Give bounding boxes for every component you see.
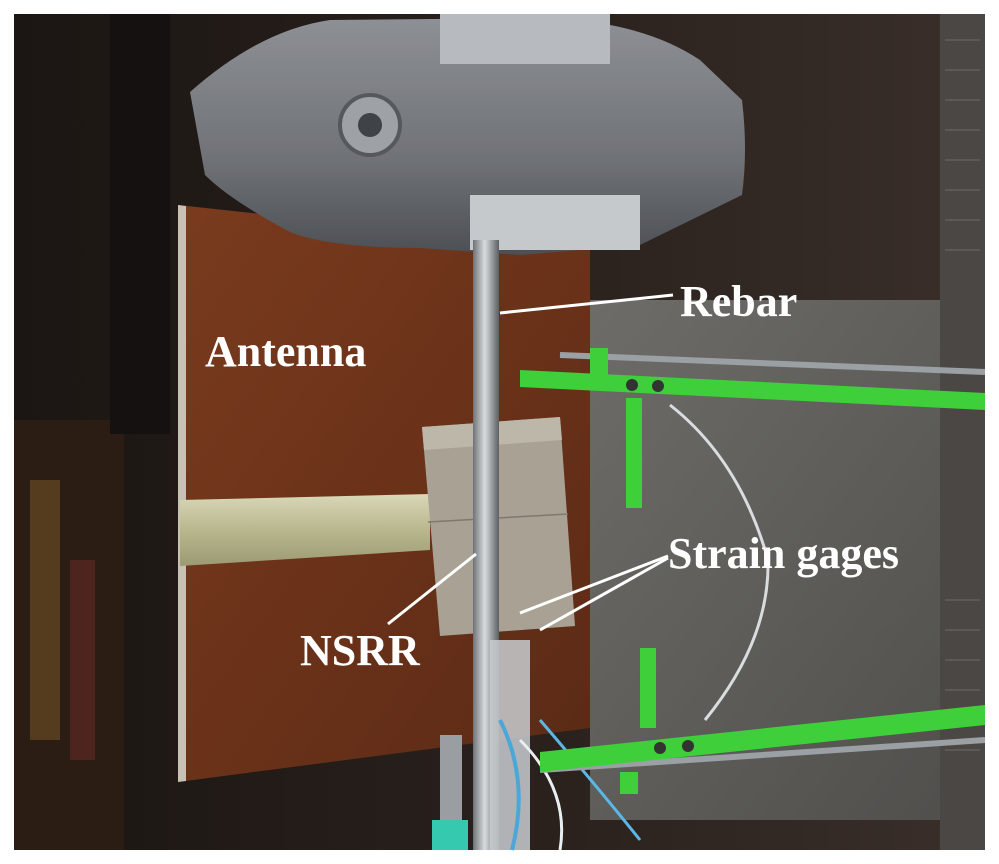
nsrr-leader [387,552,477,626]
extensometer [520,348,986,794]
rebar-leader [499,293,674,315]
grip-block [190,14,745,255]
strain-gages-label: Strain gages [668,529,899,578]
nsrr-label: NSRR [300,626,421,675]
antenna-label: Antenna [205,327,366,376]
strain-gage-leader-1 [519,554,669,615]
rebar-label: Rebar [680,277,797,326]
extensometer-spring [669,403,770,721]
strain-gage-leader-2 [539,556,669,632]
feed-line [180,494,430,566]
photo-area [14,14,986,851]
